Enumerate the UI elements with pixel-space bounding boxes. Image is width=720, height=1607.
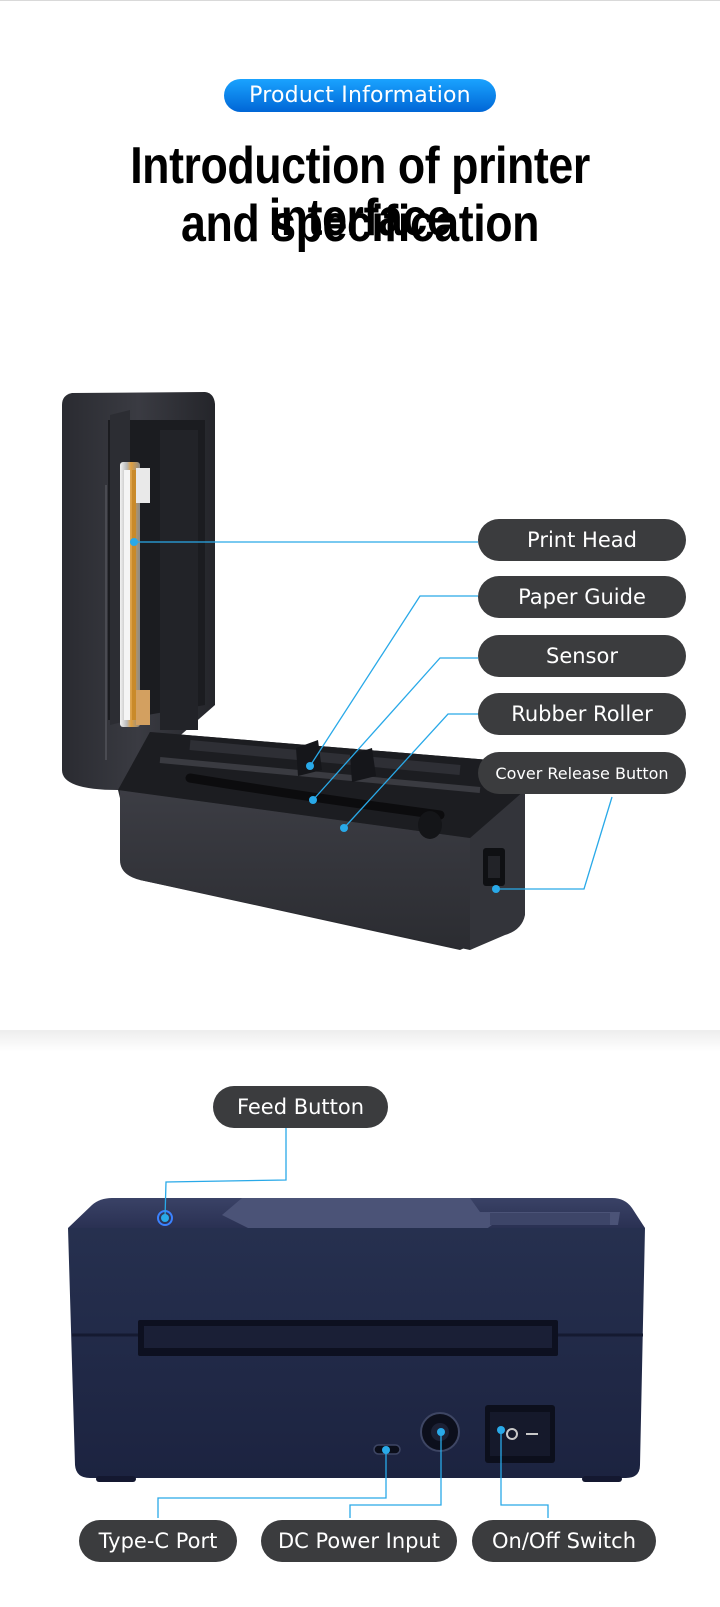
label-on-off-switch: On/Off Switch (472, 1520, 656, 1562)
callout-dots-bottom (161, 1214, 505, 1454)
label-dc-power-input: DC Power Input (261, 1520, 457, 1562)
printer-back-illustration (68, 1198, 645, 1482)
section-divider (0, 1030, 720, 1052)
print-head-part (120, 462, 150, 727)
callout-lines-bottom (157, 1127, 549, 1518)
top-border-line (0, 0, 720, 1)
label-type-c-port: Type-C Port (79, 1520, 237, 1562)
page-title-line-1: Introduction of printer interface (130, 137, 590, 247)
page-title-line-2: and specification (180, 195, 539, 253)
label-rubber-roller: Rubber Roller (478, 693, 686, 735)
label-print-head: Print Head (478, 519, 686, 561)
callout-lines-top (134, 541, 613, 890)
printer-base (118, 732, 525, 950)
label-sensor: Sensor (478, 635, 686, 677)
callout-dots-top (130, 538, 500, 893)
label-paper-guide: Paper Guide (478, 576, 686, 618)
product-information-badge: Product Information (224, 79, 496, 112)
label-feed-button: Feed Button (213, 1086, 388, 1128)
label-cover-release-button: Cover Release Button (478, 752, 686, 794)
